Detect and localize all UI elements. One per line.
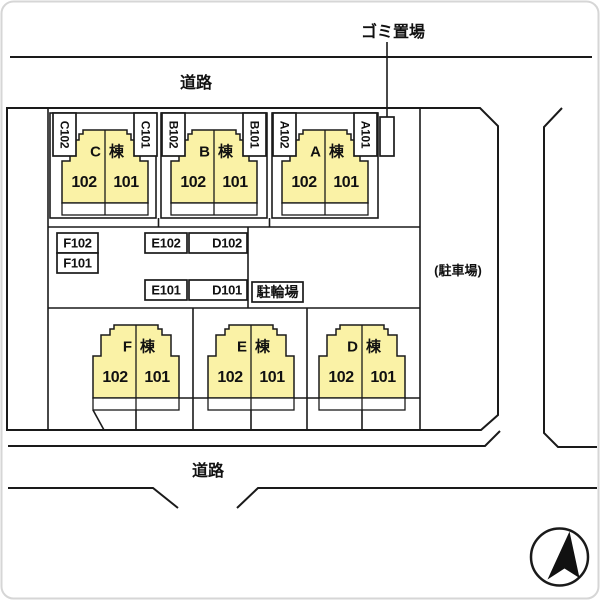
unit-tag-left: B102 [167, 121, 181, 149]
unit-left: 102 [102, 369, 128, 386]
compass-circle [529, 527, 590, 587]
parking-space-f101: F101 [56, 252, 99, 274]
inner-lines [47, 108, 421, 431]
parking-space-f102: F102 [56, 232, 99, 254]
parking-space-label: F102 [63, 236, 92, 251]
bicycle-parking-label: 駐輪場 [257, 284, 299, 300]
bicycle-parking-box [251, 281, 304, 303]
unit-right: 101 [259, 369, 285, 386]
unit-left: 102 [217, 369, 243, 386]
unit-tag-right: C101 [139, 121, 153, 149]
unit-tag-box-right [353, 112, 378, 157]
garbage-label: ゴミ置場 [361, 22, 425, 41]
unit-tag-right: B101 [248, 121, 262, 149]
unit-right: 101 [113, 174, 139, 191]
parking-space-label: D102 [212, 236, 242, 251]
building-letter: A [310, 144, 321, 161]
building-c: C 棟 102 101 C102 C101 [52, 112, 158, 216]
building-letter: C [90, 144, 101, 161]
bottom-road-north-edge [8, 430, 501, 447]
parking-space-box [188, 232, 248, 254]
unit-tag-box-left [52, 112, 77, 157]
parking-space-box [144, 232, 188, 254]
road-lines [8, 56, 597, 509]
bicycle-parking: 駐輪場 [251, 281, 304, 303]
building-suffix: 棟 [329, 143, 345, 161]
garbage-box [379, 116, 395, 157]
parking-area-label: (駐車場) [434, 263, 482, 278]
parking-space-label: F101 [63, 256, 92, 271]
parking-space-d101: D101 [188, 279, 248, 301]
approach-lines [135, 410, 363, 430]
unit-tag-box-left [272, 112, 297, 157]
building-d: D 棟 102 101 [318, 324, 406, 411]
unit-left: 102 [291, 174, 317, 191]
compass-north-arrow-icon [529, 527, 590, 587]
building-a: A 棟 102 101 A102 A101 [272, 112, 378, 216]
parking-space-label: E101 [151, 283, 180, 298]
cell-stub-lines [157, 218, 271, 227]
unit-tag-box-right [242, 112, 267, 157]
building-suffix: 棟 [218, 143, 234, 161]
unit-right: 101 [144, 369, 170, 386]
parking-space-label: E102 [151, 236, 180, 251]
parking-space-e102: E102 [144, 232, 188, 254]
bottom-road-south-edge [8, 487, 597, 509]
unit-tag-left: A102 [278, 121, 292, 149]
unit-tag-left: C102 [58, 121, 72, 149]
building-suffix: 棟 [109, 143, 125, 161]
building-suffix: 棟 [140, 338, 156, 356]
bottom-area-dividers [192, 308, 308, 430]
unit-tag-box-right [133, 112, 158, 157]
building-suffix: 棟 [255, 338, 271, 356]
parking-space-box [188, 279, 248, 301]
parking-space-box [144, 279, 188, 301]
unit-right: 101 [222, 174, 248, 191]
top-road-label: 道路 [180, 73, 213, 92]
building-letter: B [199, 144, 210, 161]
compass-needle [547, 531, 580, 580]
unit-left: 102 [71, 174, 97, 191]
unit-right: 101 [333, 174, 359, 191]
parking-space-label: D101 [212, 283, 242, 298]
parking-space-e101: E101 [144, 279, 188, 301]
unit-right: 101 [370, 369, 396, 386]
unit-tag-right: A101 [359, 121, 373, 149]
parking-space-boxes: F102 F101 E102 D102 E101 D101 [56, 232, 248, 301]
building-letter: E [237, 339, 247, 356]
building-f: F 棟 102 101 [92, 324, 180, 411]
building-letter: D [347, 339, 358, 356]
building-b: B 棟 102 101 B102 B101 [161, 112, 267, 216]
unit-left: 102 [328, 369, 354, 386]
building-letter: F [123, 339, 132, 356]
bottom-road-label: 道路 [192, 461, 225, 480]
unit-tag-box-left [161, 112, 186, 157]
right-road-edge [543, 107, 597, 448]
parking-space-box [56, 252, 99, 274]
f-corner-diagonal [92, 409, 105, 431]
unit-left: 102 [180, 174, 206, 191]
plot-boundary [6, 107, 499, 431]
building-suffix: 棟 [366, 338, 382, 356]
building-e: E 棟 102 101 [207, 324, 295, 411]
parking-space-d102: D102 [188, 232, 248, 254]
